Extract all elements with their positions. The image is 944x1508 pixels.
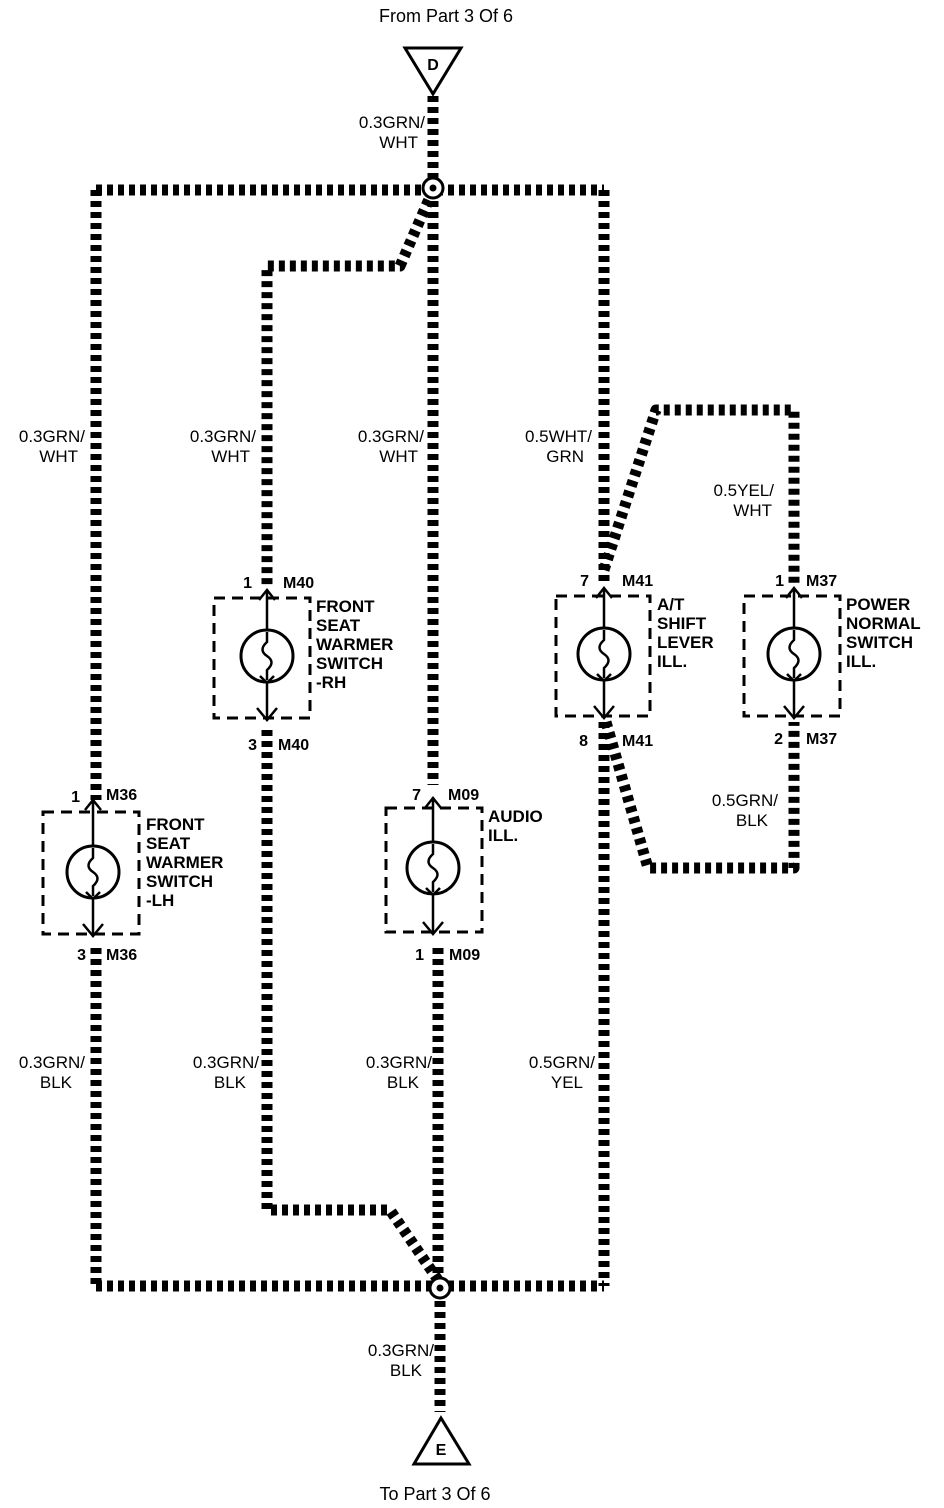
component-label-line: SWITCH [316, 654, 383, 673]
wire-label-line: 0.3GRN/ [366, 1053, 432, 1072]
pin-out: 3 [77, 947, 86, 964]
pin-in: 1 [775, 573, 784, 590]
wire-label-line: 0.3GRN/ [359, 113, 425, 132]
wire-label-center-lower: 0.3GRN/ BLK [366, 1053, 432, 1092]
to-part-label: To Part 3 Of 6 [379, 1484, 490, 1504]
component-label-line: A/T [657, 595, 685, 614]
wire-label-line: BLK [387, 1073, 420, 1092]
pin-out: 8 [579, 733, 588, 750]
wire-label-line: 0.3GRN/ [368, 1341, 434, 1360]
wire-label-top-feed: 0.3GRN/ WHT [359, 113, 425, 152]
component-outline [384, 806, 484, 934]
wire-label-line: GRN [546, 447, 584, 466]
connector-d-label: D [427, 57, 439, 74]
connector-id-in: M40 [283, 575, 314, 592]
component-label-line: ILL. [846, 652, 876, 671]
wire-label-m41-lower: 0.5GRN/ YEL [529, 1053, 595, 1092]
wire-rh-lower [261, 730, 443, 1284]
connector-id-out: M36 [106, 947, 137, 964]
component-m09: 7 M09 1 M09 AUDIO ILL. [384, 787, 543, 964]
wire-label-line: BLK [736, 811, 769, 830]
wire-label-line: WHT [379, 447, 418, 466]
pin-out: 1 [415, 947, 424, 964]
wire-label-left-upper: 0.3GRN/ WHT [19, 427, 85, 466]
component-label-line: SEAT [146, 834, 191, 853]
wire-rh-upper [261, 187, 439, 585]
wire-label-line: BLK [390, 1361, 423, 1380]
wire-label-line: 0.5GRN/ [529, 1053, 595, 1072]
component-m41: 7 M41 8 M41 A/T SHIFT LEVER ILL. [554, 573, 714, 750]
component-label-line: -RH [316, 673, 346, 692]
component-label-line: LEVER [657, 633, 714, 652]
component-label-line: SEAT [316, 616, 361, 635]
wire-label-line: WHT [39, 447, 78, 466]
component-label-line: POWER [846, 595, 910, 614]
wire-label-m41-upper: 0.5WHT/ GRN [525, 427, 592, 466]
connector-e-label: E [436, 1442, 447, 1459]
pin-in: 7 [412, 787, 421, 804]
connector-id-in: M36 [106, 787, 137, 804]
component-label-line: SWITCH [146, 872, 213, 891]
wire-label-m37-lower: 0.5GRN/ BLK [712, 791, 778, 830]
connector-id-out: M09 [449, 947, 480, 964]
component-label-line: FRONT [146, 815, 205, 834]
connector-id-in: M41 [622, 573, 653, 590]
wire-label-left-lower: 0.3GRN/ BLK [19, 1053, 85, 1092]
wire-label-center-upper: 0.3GRN/ WHT [358, 427, 424, 466]
splice-bottom [428, 1276, 452, 1300]
wire-label-line: 0.5GRN/ [712, 791, 778, 810]
wire-label-line: 0.3GRN/ [19, 427, 85, 446]
component-label-line: FRONT [316, 597, 375, 616]
wiring [90, 96, 800, 1412]
wire-label-bottom-feed: 0.3GRN/ BLK [368, 1341, 434, 1380]
pin-in: 7 [580, 573, 589, 590]
component-label-line: WARMER [146, 853, 223, 872]
from-part-label: From Part 3 Of 6 [379, 6, 513, 26]
component-label-line: NORMAL [846, 614, 921, 633]
wire-label-line: WHT [379, 133, 418, 152]
wire-label-line: WHT [733, 501, 772, 520]
connector-id-in: M09 [448, 787, 479, 804]
wire-m37-loop-lower [600, 720, 800, 874]
wire-label-line: 0.3GRN/ [358, 427, 424, 446]
pin-in: 1 [71, 789, 80, 806]
connector-d: D [402, 46, 464, 97]
wire-label-line: 0.3GRN/ [193, 1053, 259, 1072]
component-label-line: AUDIO [488, 807, 543, 826]
connector-id-in: M37 [806, 573, 837, 590]
wire-label-line: YEL [551, 1073, 583, 1092]
component-label-line: SHIFT [657, 614, 707, 633]
wire-label-line: 0.5YEL/ [714, 481, 775, 500]
wire-label-line: 0.3GRN/ [19, 1053, 85, 1072]
component-m37: 1 M37 2 M37 POWER NORMAL SWITCH ILL. [742, 573, 921, 748]
component-label-line: SWITCH [846, 633, 913, 652]
pin-in: 1 [243, 575, 252, 592]
wire-label-line: 0.5WHT/ [525, 427, 592, 446]
connector-id-out: M41 [622, 733, 653, 750]
wire-label-line: BLK [40, 1073, 73, 1092]
wire-label-line: BLK [214, 1073, 247, 1092]
wire-label-line: 0.3GRN/ [190, 427, 256, 446]
wire-label-m37-upper: 0.5YEL/ WHT [714, 481, 775, 520]
component-label-line: WARMER [316, 635, 393, 654]
wire-label-rh-lower: 0.3GRN/ BLK [193, 1053, 259, 1092]
wire-label-rh-upper: 0.3GRN/ WHT [190, 427, 256, 466]
connector-id-out: M40 [278, 737, 309, 754]
pin-out: 2 [774, 731, 783, 748]
splice-top [421, 176, 445, 200]
component-label-line: ILL. [657, 652, 687, 671]
component-m40: 1 M40 3 M40 FRONT SEAT WARMER SWITCH -RH [212, 575, 393, 754]
component-m36: 1 M36 3 M36 FRONT SEAT WARMER SWITCH -LH [41, 787, 223, 964]
pin-out: 3 [248, 737, 257, 754]
wire-label-line: WHT [211, 447, 250, 466]
connector-e: E [411, 1415, 472, 1466]
connector-id-out: M37 [806, 731, 837, 748]
component-label-line: ILL. [488, 826, 518, 845]
component-label-line: -LH [146, 891, 174, 910]
